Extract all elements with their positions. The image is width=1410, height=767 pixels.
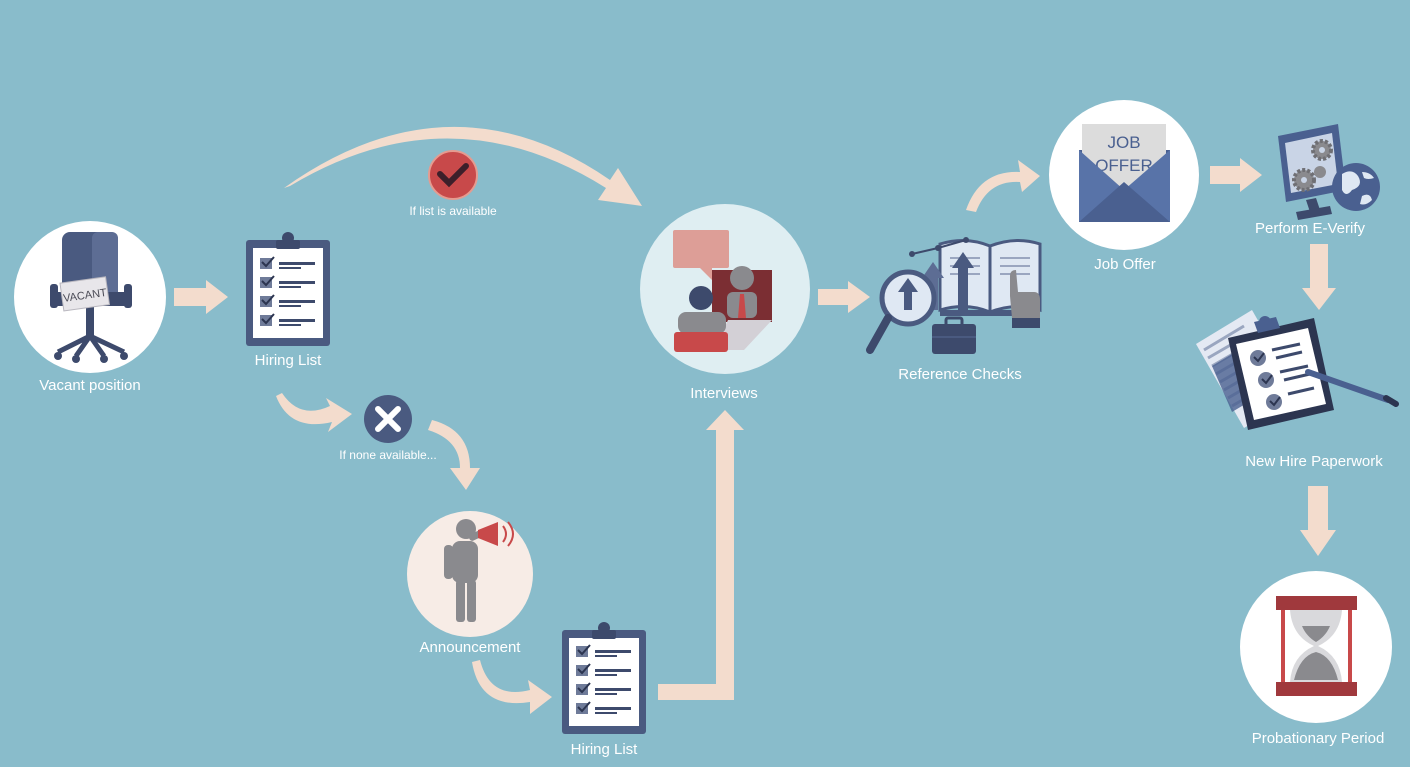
arrow-to-none-available [276,393,352,432]
arrow-to-hiring-list-2 [472,660,552,714]
arrow-to-probation [1300,486,1336,556]
node-vacant-position: VACANT [14,221,166,373]
office-chair-icon: VACANT [50,232,132,363]
node-list-available [428,150,478,200]
cross-icon [364,395,412,443]
label-announcement: Announcement [419,639,521,656]
magnifier-book-icon [866,237,1042,354]
arrow-to-e-verify [1210,158,1262,192]
label-interviews: Interviews [690,385,758,402]
clipboard-checklist-icon [562,622,646,734]
hourglass-icon [1276,596,1357,696]
envelope-icon: JOB OFFER [1079,124,1170,222]
node-none-available [364,395,412,443]
node-probation [1240,571,1392,723]
job-offer-letter-line2: OFFER [1095,156,1153,175]
label-job-offer: Job Offer [1094,256,1156,273]
label-list-available: If list is available [409,204,497,218]
paperwork-icon [1196,310,1399,430]
label-paperwork: New Hire Paperwork [1245,453,1383,470]
arrow-curve-to-interviews [284,126,642,206]
arrow-to-paperwork [1302,244,1336,310]
label-probation: Probationary Period [1251,730,1385,747]
arrow-up-to-interviews [658,410,744,700]
node-hiring-list-2 [562,622,646,734]
node-e-verify [1278,124,1380,220]
megaphone-person-icon [444,519,514,622]
arrow-to-job-offer [966,160,1040,212]
monitor-gears-globe-icon [1278,124,1380,220]
arrow-to-announcement [428,420,480,490]
job-offer-letter-line1: JOB [1107,133,1140,152]
label-hiring-list-2: Hiring List [570,741,638,758]
label-e-verify: Perform E-Verify [1254,220,1366,237]
node-announcement [407,511,533,637]
clipboard-checklist-icon [246,232,330,346]
arrow-to-reference-checks [818,281,870,313]
checkmark-icon [428,150,478,200]
label-vacant-position: Vacant position [39,377,141,394]
label-none-available: If none available... [339,448,437,462]
interview-icon [673,230,772,352]
node-hiring-list-1 [246,232,330,346]
label-hiring-list-1: Hiring List [254,352,322,369]
arrow-vacant-to-hiring-list [174,280,228,314]
flow-arrows [174,126,1336,714]
node-job-offer: JOB OFFER [1049,100,1199,250]
node-reference-checks [866,237,1042,354]
node-paperwork [1196,310,1399,430]
label-reference-checks: Reference Checks [898,366,1022,383]
node-interviews [640,204,810,374]
